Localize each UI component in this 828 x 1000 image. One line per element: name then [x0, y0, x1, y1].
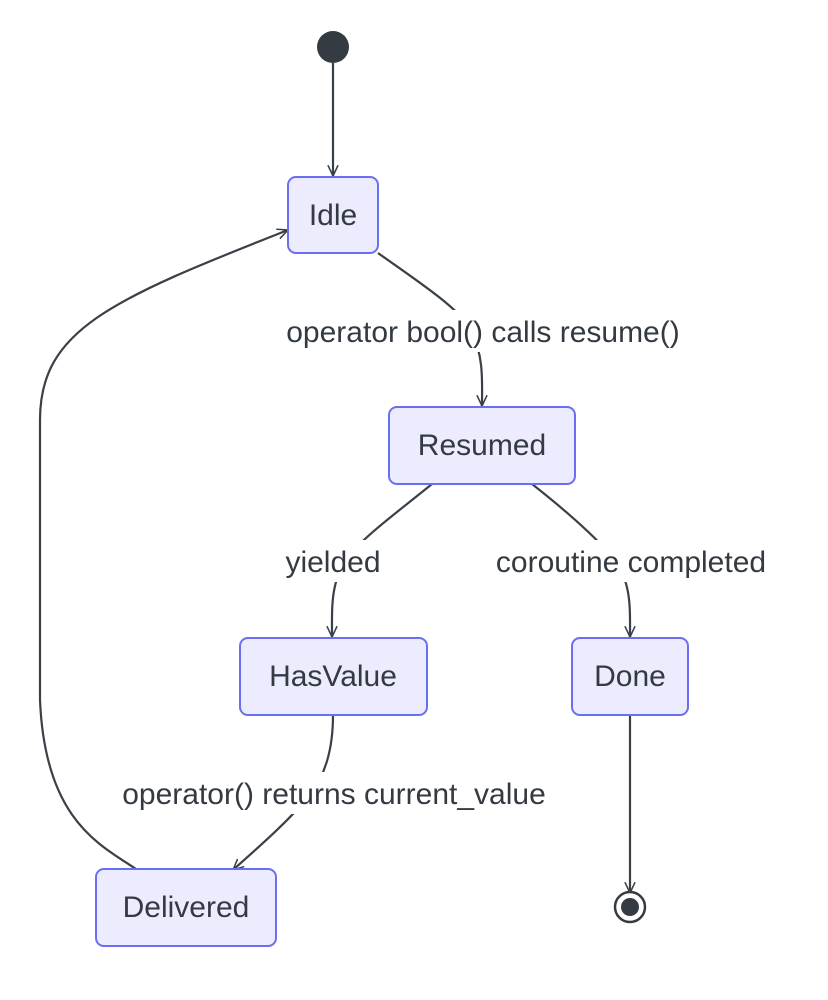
- state-done: Done: [571, 637, 689, 716]
- state-idle: Idle: [287, 176, 379, 254]
- state-resumed-label: Resumed: [418, 429, 546, 462]
- state-done-label: Done: [594, 660, 666, 693]
- edge-label-operator-returns: operator() returns current_value: [80, 772, 588, 814]
- svg-text:operator bool() calls resume(): operator bool() calls resume(): [286, 316, 679, 349]
- edge-label-coroutine-completed: coroutine completed: [464, 540, 798, 582]
- state-delivered-label: Delivered: [123, 891, 250, 924]
- state-hasvalue: HasValue: [239, 637, 428, 716]
- svg-text:coroutine completed: coroutine completed: [496, 546, 766, 579]
- svg-text:yielded: yielded: [285, 546, 380, 579]
- svg-text:operator() returns current_val: operator() returns current_value: [122, 778, 546, 811]
- state-delivered: Delivered: [95, 868, 277, 947]
- edge-label-operator-bool: operator bool() calls resume(): [244, 310, 722, 352]
- edge-delivered-to-idle: [38, 230, 288, 870]
- edge-label-yielded: yielded: [275, 540, 391, 582]
- state-hasvalue-label: HasValue: [269, 660, 397, 693]
- state-resumed: Resumed: [388, 406, 576, 485]
- end-node: [613, 890, 647, 924]
- state-idle-label: Idle: [309, 199, 357, 232]
- start-node: [317, 31, 349, 63]
